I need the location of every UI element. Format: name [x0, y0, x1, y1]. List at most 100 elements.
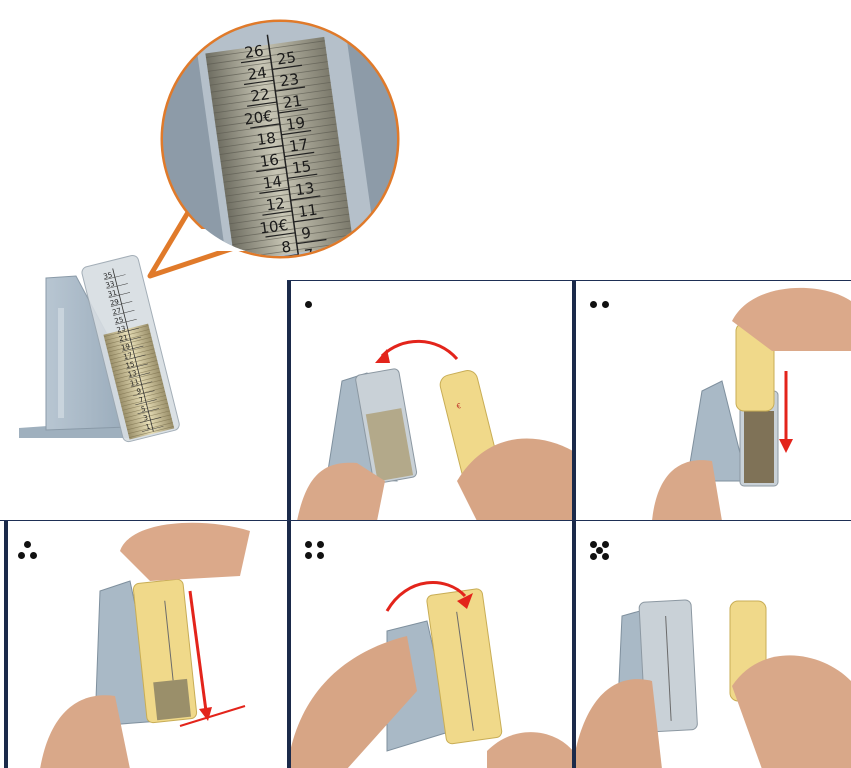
zoom-coin-edge — [217, 123, 337, 142]
device-scale-tick — [124, 354, 146, 361]
device-coin-edge — [121, 395, 167, 407]
step-3-arrow — [188, 590, 208, 712]
zoom-scale-label-left: 10€ — [258, 216, 289, 238]
zoom-coin-edge — [229, 206, 349, 225]
zoom-coin-edge — [228, 199, 348, 218]
zoom-coin-edge — [226, 185, 346, 204]
device-scale-tick — [104, 274, 126, 281]
device-scale-tick — [115, 318, 137, 325]
device-coin-edge — [124, 406, 169, 419]
zoom-scale-tick — [290, 195, 321, 201]
zoom-scale-label-left: 18 — [256, 129, 277, 149]
device-coin-edge — [112, 360, 158, 372]
zoom-scale-tick — [284, 151, 315, 158]
device-scale-tick — [113, 310, 135, 316]
zoom-coin-edge — [227, 192, 347, 211]
zoom-coin-edge — [221, 151, 341, 169]
step-1-arrow — [380, 339, 459, 361]
device-coin-edge — [114, 367, 160, 380]
device-coin-edge — [123, 402, 168, 415]
step-1-panel: € — [287, 280, 573, 520]
zoom-scale-tick — [243, 79, 274, 86]
device-scale-label: 19 — [120, 342, 131, 352]
zoom-scale-label-right: 25 — [276, 48, 297, 68]
step-4-arrow — [385, 581, 467, 612]
device-scale-tick — [117, 327, 139, 334]
zoom-scale-label-left: 16 — [259, 150, 280, 170]
device-scale-label: 27 — [112, 307, 123, 317]
zoom-coin-edge — [206, 47, 326, 65]
device-coin-edge — [119, 387, 165, 400]
zoom-scale-label-left: 22 — [249, 85, 270, 105]
zoom-scale-ticks — [240, 57, 327, 256]
zoom-coin-edge — [232, 227, 352, 246]
step-5-panel — [572, 520, 851, 768]
zoom-scale-tick — [250, 123, 280, 129]
device-coin-edge — [113, 364, 159, 376]
device-scale-tick — [121, 345, 144, 352]
device-scale-label: 11 — [129, 378, 140, 388]
zoom-coin-edge — [224, 172, 344, 190]
zoom-scale-tick — [293, 217, 324, 223]
device-scale-tick — [139, 417, 162, 423]
device-scale-tick — [137, 408, 160, 415]
device-scale-tick — [133, 390, 155, 397]
device-scale-label: 35 — [103, 271, 114, 281]
device-scale-label: 25 — [114, 316, 125, 326]
zoom-scale-label-left: 24 — [246, 63, 267, 83]
device-scale-tick — [106, 283, 128, 290]
zoom-scale-tick — [247, 101, 277, 107]
zoom-scale-label-right: 21 — [282, 92, 303, 112]
device-scale-label: 13 — [127, 369, 138, 379]
zoom-scale-label-right: 9 — [300, 224, 312, 243]
zoom-scale-label-right: 19 — [285, 113, 306, 133]
zoom-coin-edge — [209, 68, 329, 86]
device-scale-label: 21 — [118, 333, 129, 343]
zoom-coin-stack — [205, 36, 354, 256]
zoom-scale-label-right: 23 — [279, 70, 300, 90]
zoom-scale-tick — [275, 86, 306, 92]
device-coin-edge — [115, 371, 161, 384]
zoom-coin-edge — [205, 40, 325, 58]
zoom-scale-label-left: 26 — [243, 42, 264, 62]
zoom-scale-label-left: 8 — [280, 238, 292, 257]
step-5-illustration — [572, 599, 851, 768]
zoom-coin-edge — [208, 61, 328, 79]
device-coin-edge — [107, 340, 153, 353]
device-coin-edge — [111, 356, 157, 368]
device-coin-edge — [105, 332, 151, 345]
zoom-coin-edges — [205, 40, 354, 256]
zoom-scale-tick — [287, 173, 318, 179]
device-scale-label: 7 — [138, 396, 144, 405]
zoom-coin-edge — [207, 54, 327, 72]
device-coin-edge — [122, 398, 168, 411]
device-scale-tick — [130, 381, 153, 388]
device-coin-edge — [117, 379, 163, 392]
device-scale-label: 33 — [105, 280, 116, 290]
device-coin-edge — [106, 336, 152, 349]
device-scale-tick — [141, 426, 164, 432]
step-2-illustration — [652, 287, 851, 520]
zoom-coin-edge — [215, 109, 335, 128]
device-scale-label: 3 — [143, 414, 149, 423]
device-scale-label: 9 — [136, 387, 142, 396]
zoom-scale-tick — [240, 57, 271, 64]
zoom-scale-tick — [281, 129, 312, 136]
zoom-coin-edge — [223, 165, 343, 183]
zoom-scale-tick — [253, 145, 284, 151]
zoom-scale-tick — [272, 64, 303, 70]
device-coin-edge — [129, 426, 174, 438]
device-scale-label: 15 — [125, 360, 136, 370]
zoom-scale-tick — [256, 166, 287, 173]
device-scale-label: 1 — [145, 423, 151, 432]
step-2-panel — [572, 280, 851, 520]
zoom-scale-label-left: 20€ — [243, 107, 274, 129]
zoom-scale-tick — [262, 210, 293, 216]
svg-text:€: € — [456, 402, 462, 411]
zoom-coin-edge — [211, 82, 331, 100]
zoom-scale-tick — [259, 188, 290, 194]
